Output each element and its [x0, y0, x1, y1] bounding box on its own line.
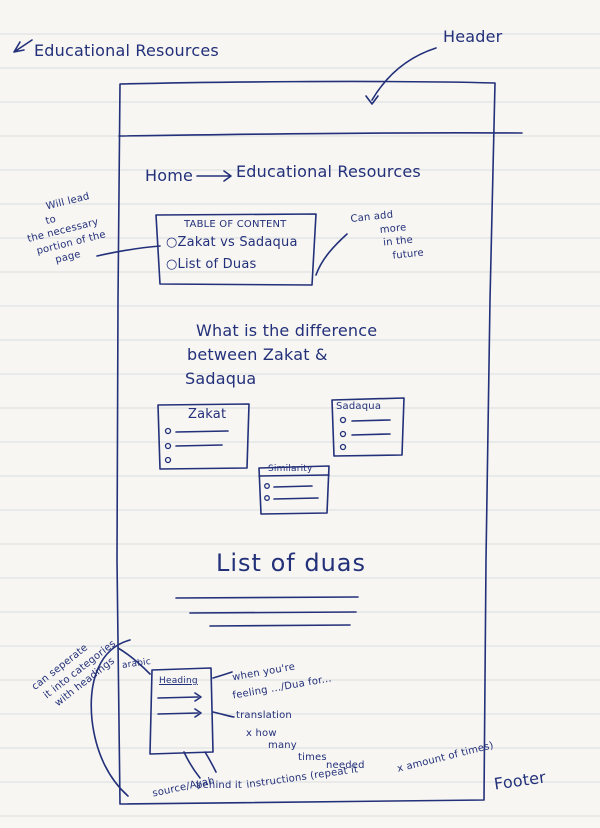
toc-item-duas[interactable]: ○List of Duas — [166, 257, 257, 272]
dua-card — [149, 667, 214, 755]
zakat-box — [157, 403, 250, 470]
similarity-box — [258, 465, 330, 515]
dua-card-heading: Heading — [159, 676, 198, 686]
note-line: needed — [326, 760, 365, 771]
dua-lines — [175, 596, 359, 627]
breadcrumb-current: Educational Resources — [236, 162, 421, 181]
header-arrow — [371, 47, 437, 101]
toc-right-note: Can add more in the future — [350, 210, 424, 262]
toc-item-label: List of Duas — [177, 257, 257, 272]
note-line: x how — [246, 728, 277, 739]
heading-line: between Zakat & — [187, 345, 328, 364]
paper-rules — [0, 33, 600, 817]
toc-box — [155, 213, 317, 286]
breadcrumb-home[interactable]: Home — [145, 166, 194, 185]
toc-item-label: Zakat vs Sadaqua — [177, 235, 298, 250]
header-note: Header — [443, 27, 503, 46]
note-line: many — [268, 740, 297, 751]
category-brace — [90, 639, 131, 797]
note-line: times — [298, 752, 327, 763]
zakat-title: Zakat — [188, 407, 227, 422]
header-divider — [118, 131, 523, 137]
similarity-title: Similarity — [268, 464, 313, 474]
note-line: behind it — [196, 780, 242, 791]
sadaqua-title: Sadaqua — [336, 401, 382, 412]
page-frame — [116, 80, 496, 805]
duas-heading: List of duas — [216, 549, 366, 577]
page-label-arrow — [13, 39, 33, 53]
toc-title: TABLE OF CONTENT — [184, 219, 287, 230]
note-line: translation — [236, 710, 292, 721]
heading-line: Sadaqua — [185, 369, 257, 388]
sadaqua-box — [331, 397, 405, 457]
page-label: Educational Resources — [34, 41, 219, 60]
toc-item-zakat[interactable]: ○Zakat vs Sadaqua — [166, 235, 298, 250]
heading-line: What is the difference — [196, 321, 378, 340]
breadcrumb-arrow — [196, 170, 232, 182]
